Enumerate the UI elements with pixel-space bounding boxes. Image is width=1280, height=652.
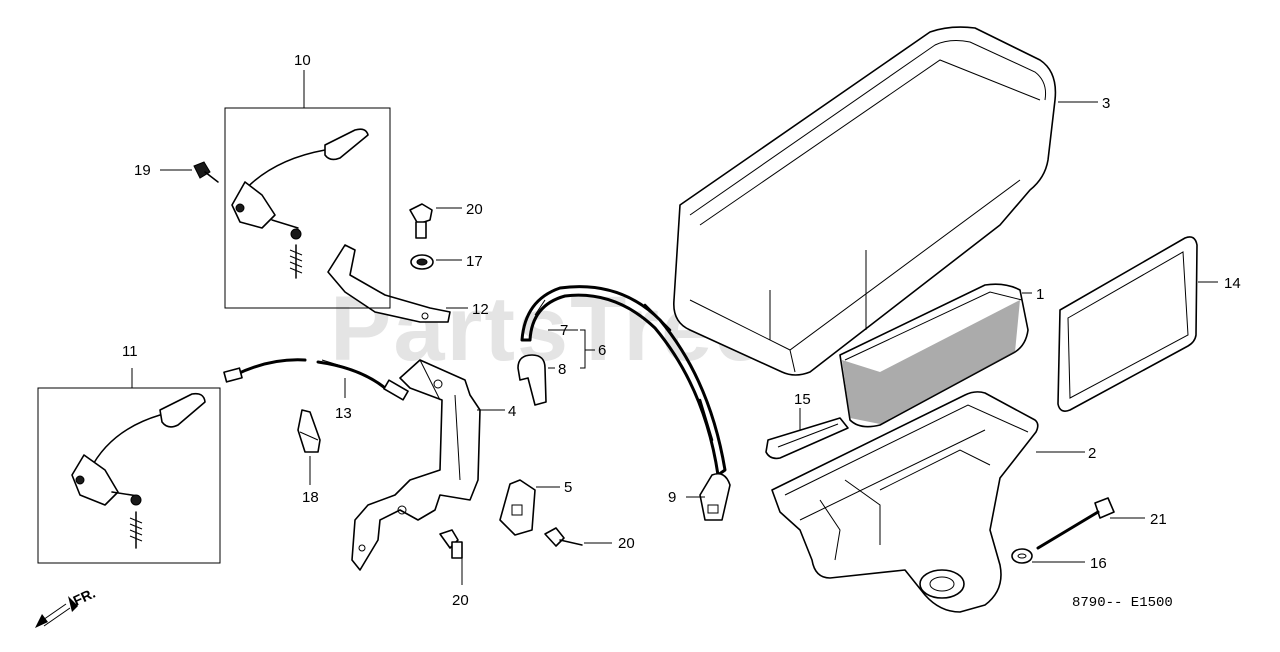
- callout-15: 15: [794, 391, 811, 408]
- callout-10: 10: [294, 52, 311, 69]
- bolt-20-lower-left[interactable]: [439, 529, 463, 559]
- clamp-5[interactable]: [499, 479, 536, 536]
- washer-16[interactable]: [1011, 548, 1033, 564]
- air-cleaner-cover[interactable]: [673, 26, 1057, 376]
- clip-18[interactable]: [297, 409, 321, 453]
- air-cleaner-case[interactable]: [771, 391, 1039, 613]
- callout-18: 18: [302, 489, 319, 506]
- filter-element[interactable]: [839, 283, 1029, 428]
- drawing-code: 8790-- E1500: [1072, 595, 1173, 611]
- assembly-box-11[interactable]: [37, 387, 221, 564]
- callout-16: 16: [1090, 555, 1107, 572]
- callout-20-a: 20: [466, 201, 483, 218]
- front-label: FR.: [71, 585, 98, 609]
- callout-4: 4: [508, 403, 516, 420]
- clip-15[interactable]: [765, 417, 849, 460]
- callout-13: 13: [335, 405, 352, 422]
- callout-21: 21: [1150, 511, 1167, 528]
- callout-2: 2: [1088, 445, 1096, 462]
- callout-20-b: 20: [452, 592, 469, 609]
- callout-6: 6: [598, 342, 606, 359]
- bolt-21[interactable]: [1036, 497, 1115, 550]
- callout-3: 3: [1102, 95, 1110, 112]
- callout-14: 14: [1224, 275, 1241, 292]
- callout-1: 1: [1036, 286, 1044, 303]
- callout-20-c: 20: [618, 535, 635, 552]
- callout-11: 11: [122, 343, 138, 360]
- label-plate[interactable]: [1057, 236, 1198, 412]
- clamp-9[interactable]: [699, 472, 731, 521]
- callout-19: 19: [134, 162, 151, 179]
- clamp-8[interactable]: [517, 354, 547, 406]
- bolt-19[interactable]: [193, 161, 219, 183]
- callout-9: 9: [668, 489, 676, 506]
- callout-8: 8: [558, 361, 566, 378]
- callout-5: 5: [564, 479, 572, 496]
- cable-13[interactable]: [223, 358, 409, 401]
- leader-lines: [131, 70, 1218, 585]
- callout-17: 17: [466, 253, 483, 270]
- callout-7: 7: [560, 322, 568, 339]
- assembly-box-10[interactable]: [224, 107, 391, 309]
- bracket-12[interactable]: [327, 244, 451, 323]
- callout-12: 12: [472, 301, 489, 318]
- callout-labels: 10 19 20 17 12 11 13 4 18 5 20 20 7 6 8 …: [122, 52, 1241, 609]
- bolt-20-lower-mid[interactable]: [544, 527, 583, 547]
- bracket-4[interactable]: [351, 359, 481, 571]
- grommet-17[interactable]: [410, 254, 434, 270]
- front-direction-arrow: FR.: [35, 585, 98, 628]
- bolt-20-upper[interactable]: [409, 203, 433, 239]
